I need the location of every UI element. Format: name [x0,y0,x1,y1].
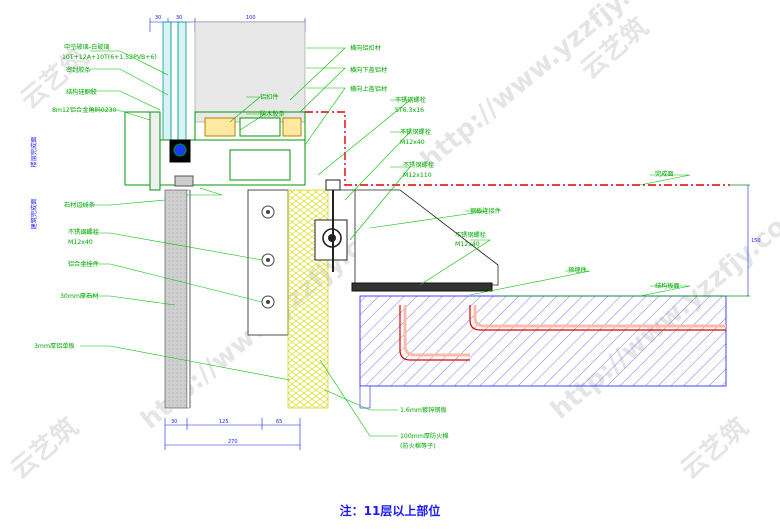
concrete-slab [359,295,727,409]
label-sb-3: 不锈钢螺栓 [455,231,486,239]
label-bolt-top-spec: ST6.3x16 [395,107,424,114]
dim-top-b: 30 [176,15,182,21]
label-panel: 3mm厚铝单板 [34,342,75,350]
label-v-left-2: 建筑完成面 [30,199,38,230]
label-steel-bolt: 不锈钢螺栓 [400,128,431,136]
label-bolt: 不锈钢螺栓 [68,228,99,236]
label-bracket: 8m12铝合金角码0230 [52,106,117,114]
label-steel-sheet: 1.6mm镀锌钢板 [400,406,447,414]
label-mid-2: 防水胶条 [260,110,285,118]
watermark-text: 云艺筑 [675,411,755,485]
label-slab-face: 结构板面 [655,282,680,290]
label-steel-bolt-spec: M12x40 [400,139,425,146]
dim-bot-a: 30 [171,419,177,425]
label-aluminum-fitting: 铝合金挂件 [68,260,99,268]
label-glass-spec: 10T+12A+10T(6+1.52PVB+6) [62,54,157,61]
label-glass: 中空玻璃-白玻璃 [64,43,110,51]
label-sealant: 密封胶条 [66,66,91,74]
label-firestop: 100mm厚防火棉 [400,432,449,440]
label-structural-glue: 结构硅酮胶 [66,88,97,96]
label-sb-3-spec: M12x40 [455,241,480,248]
label-firestop-note: (防火棉等子) [400,442,436,450]
leader-lines [80,47,691,437]
watermark-text: 云艺筑 [15,41,95,115]
stone-cladding [164,189,191,409]
label-bolt-spec: M12x40 [68,239,93,246]
dim-top-a: 30 [155,15,161,21]
dim-top-c: 100 [246,15,256,21]
label-bolt-top: 不锈钢螺栓 [395,96,426,104]
dim-bot-c: 65 [276,419,282,425]
label-stone-edge: 石材边线条 [64,201,95,209]
label-v-left-1: 楼层完成面 [30,137,38,168]
drawing-note: 注：11层以上部位 [340,503,441,518]
label-steel-plate: 钢板连接件 [470,207,501,215]
label-right-3: 横向上盖铝材 [350,85,387,93]
dim-bot-total: 270 [228,439,238,445]
steel-bracket [247,179,499,409]
label-right-2: 横向下盖铝材 [350,66,387,74]
finish-face-line [498,184,750,297]
dim-bot-b: 125 [219,419,229,425]
floor-finish-line [305,111,730,186]
label-steel-bolt-2-spec: M12x110 [403,172,432,179]
dim-right-v: 150 [751,238,761,244]
bottom-dimensions [164,418,301,450]
watermark-text: 云艺筑 [5,411,85,485]
label-mid-1: 铝扣件 [260,93,279,101]
label-steel-bolt-2: 不锈钢螺栓 [403,161,434,169]
label-finish-face: 完成面 [655,170,674,178]
label-stone: 30mm厚石材 [60,292,99,300]
transom-profile [124,111,306,191]
label-right-1: 横向铝扣材 [350,44,381,52]
label-embedded: 预埋件 [568,266,587,274]
